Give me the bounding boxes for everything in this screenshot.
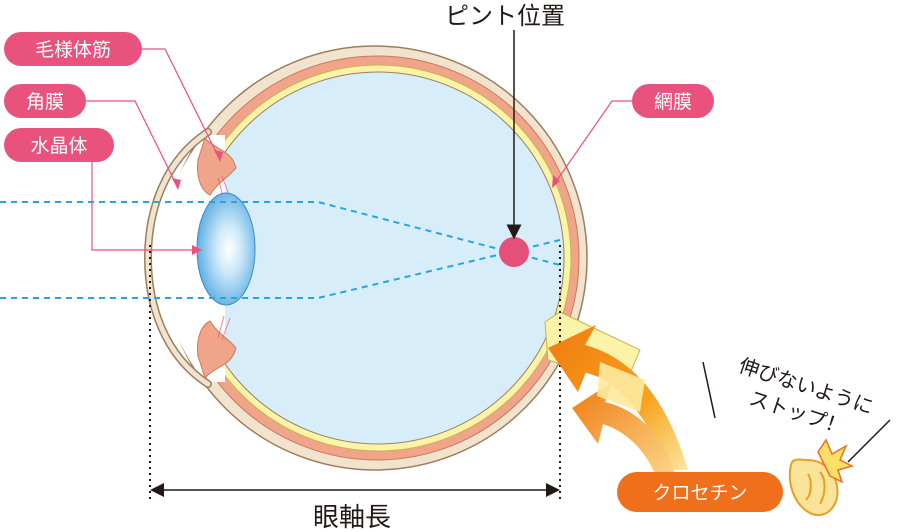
- label-crocetin: クロセチン: [617, 472, 783, 512]
- stop-callout: 伸びないように ストップ！: [736, 353, 876, 439]
- lens: [196, 192, 256, 306]
- svg-text:角膜: 角膜: [26, 91, 64, 113]
- eyeball: [143, 45, 641, 471]
- anterior-chamber: [160, 135, 225, 382]
- light-rays: [0, 201, 561, 299]
- focus-position-label: ピント位置: [445, 2, 565, 30]
- stop-mark-left: [702, 361, 716, 419]
- focus-dot: [499, 237, 529, 267]
- stop-mark-right: [847, 419, 891, 463]
- label-cornea: 角膜: [4, 84, 86, 118]
- label-lens: 水晶体: [4, 128, 114, 162]
- axial-length-label: 眼軸長: [313, 503, 391, 532]
- ciliary-body-top: [197, 136, 237, 196]
- crocetin-arrow-small: [572, 382, 676, 476]
- leader-arrowheads: [172, 150, 560, 255]
- crocetin-arrow-band: [597, 362, 645, 412]
- leader-lines: [86, 48, 632, 251]
- crocetin-arrows: [548, 325, 688, 476]
- ray-top: [0, 201, 561, 266]
- axial-length-measure: [149, 245, 561, 500]
- svg-text:クロセチン: クロセチン: [652, 482, 747, 504]
- ciliary-body-bottom: [197, 320, 237, 380]
- label-retina: 網膜: [632, 84, 714, 118]
- svg-text:網膜: 網膜: [654, 91, 692, 113]
- impact-burst-icon: [817, 438, 855, 484]
- fist-icon: [788, 458, 839, 517]
- svg-text:毛様体筋: 毛様体筋: [35, 39, 111, 61]
- svg-text:水晶体: 水晶体: [30, 135, 87, 157]
- label-ciliary-muscle: 毛様体筋: [4, 32, 142, 66]
